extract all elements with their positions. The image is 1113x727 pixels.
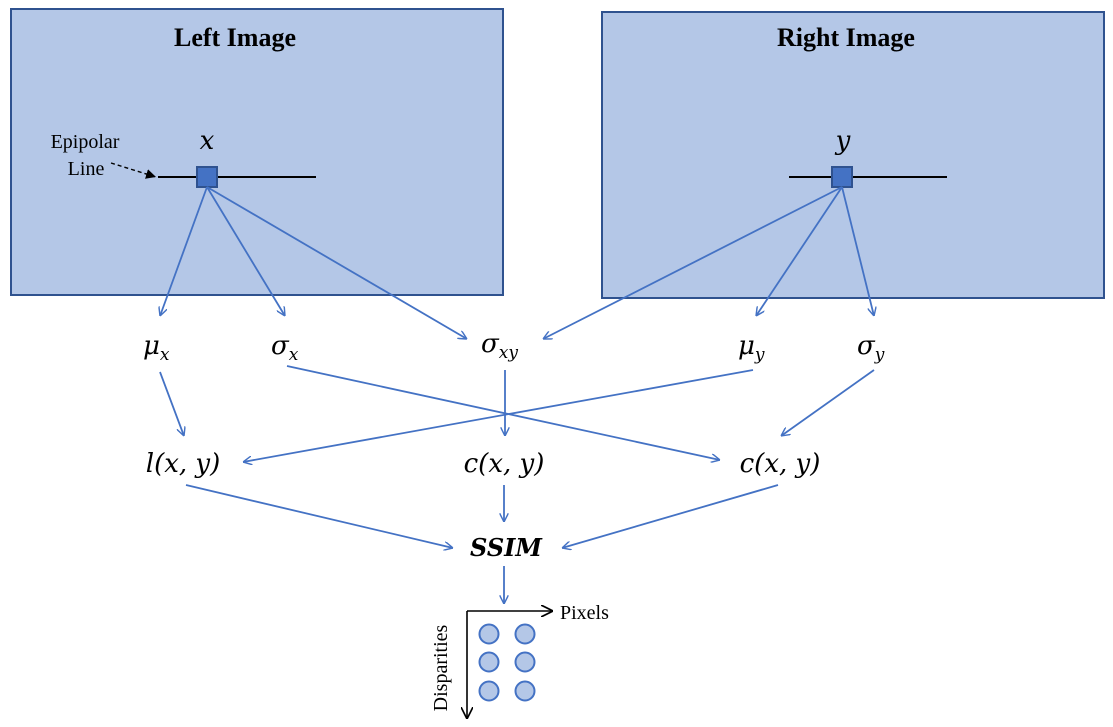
arrow-left-to-sigma-x [206, 186, 285, 316]
disparity-cell [478, 651, 500, 673]
left-image-title: Left Image [174, 23, 296, 52]
term-to-ssim-arrows [185, 484, 779, 548]
arrow-left-to-mu-x [160, 186, 208, 316]
structure-term: c(x, y) [740, 449, 821, 479]
arrow-mu-x-to-luminance [159, 371, 184, 436]
arrow-mu-y-to-luminance [243, 369, 754, 462]
sigma-xy-label: σxy [481, 329, 518, 363]
disparity-cell [478, 623, 500, 645]
sigma-x-label: σx [271, 331, 299, 365]
arrow-sigma-y-to-structure [781, 369, 875, 436]
epipolar-label-line2: Line [68, 158, 105, 180]
mu-y-label: μy [738, 331, 765, 365]
disparity-cell [514, 651, 536, 673]
epipolar-label-line1: Epipolar [51, 131, 120, 153]
luminance-term: l(x, y) [146, 449, 220, 479]
right-pixel-arrows [543, 186, 874, 340]
right-point-label: y [835, 126, 851, 156]
arrow-structure-to-ssim [562, 484, 779, 548]
arrow-luminance-to-ssim [185, 484, 453, 548]
left-image-panel: Left Image x Epipolar Line [10, 8, 504, 296]
left-point-label: x [200, 126, 215, 156]
arrow-left-to-sigma-xy [206, 186, 467, 339]
sigma-y-label: σy [857, 331, 885, 365]
left-image-box [10, 8, 504, 296]
arrow-right-to-sigma-xy [543, 186, 843, 340]
right-image-panel: Right Image y [601, 11, 1105, 299]
arrow-sigma-x-to-structure [286, 365, 720, 460]
disparities-axis-label: Disparities [430, 624, 452, 711]
arrow-right-to-sigma-y [841, 186, 874, 316]
right-image-box [601, 11, 1105, 299]
right-image-title: Right Image [777, 23, 915, 52]
pixels-axis-label: Pixels [560, 602, 609, 624]
left-pixel-arrows [160, 186, 467, 339]
right-pixel-marker [831, 166, 853, 188]
arrow-right-to-mu-y [756, 186, 843, 316]
ssim-label: SSIM [470, 533, 543, 562]
disparity-map: Pixels Disparities [430, 602, 609, 719]
left-pixel-marker [196, 166, 218, 188]
epipolar-pointer-arrow [110, 162, 157, 179]
disparity-cell [514, 680, 536, 702]
disparity-cell [514, 623, 536, 645]
mu-x-label: μx [143, 331, 170, 365]
disparity-cell [478, 680, 500, 702]
stat-to-term-arrows [159, 365, 875, 462]
contrast-term: c(x, y) [464, 449, 545, 479]
